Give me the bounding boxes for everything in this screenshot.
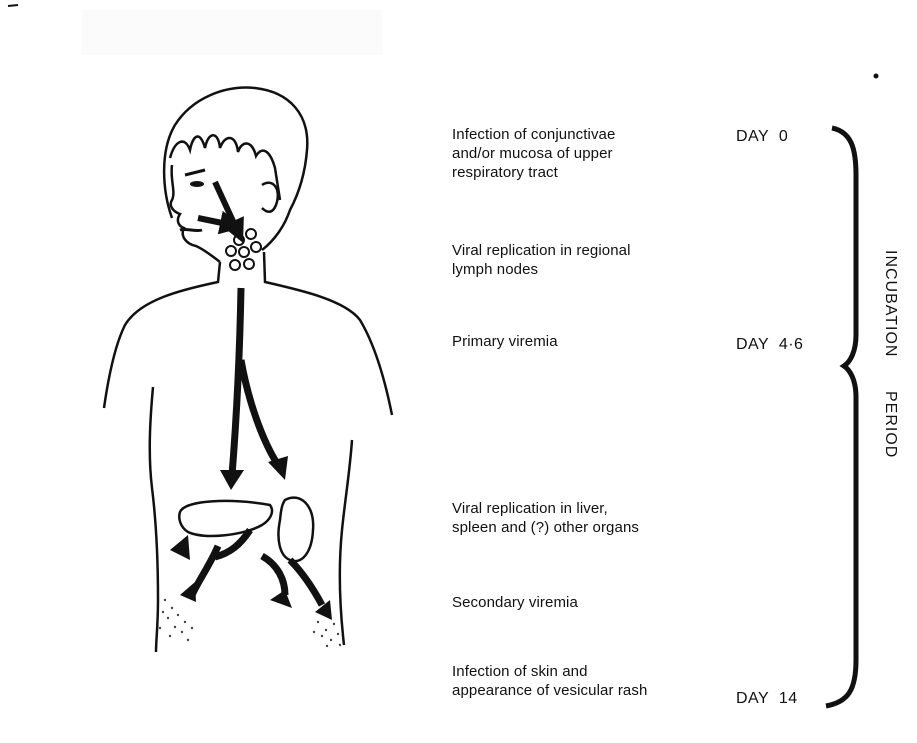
skin-rash-stipple	[159, 599, 341, 647]
mouth	[180, 229, 202, 230]
day-14-label: DAY 14	[736, 690, 798, 708]
step-secondary-viremia: Secondary viremia	[452, 593, 722, 612]
mouth-infection-arrow	[198, 218, 232, 225]
secondary-viremia-arrows	[192, 530, 322, 605]
incubation-brace	[826, 128, 856, 706]
step-primary-viremia: Primary viremia	[452, 332, 722, 351]
arrowhead-left	[220, 470, 244, 490]
day-4-6-label: DAY 4·6	[736, 336, 803, 354]
step-infection-upper-respiratory: Infection of conjunctivae and/or mucosa …	[452, 125, 722, 182]
spleen-organ	[278, 498, 313, 561]
lymph-node-cluster	[226, 229, 261, 270]
step-organ-replication: Viral replication in liver, spleen and (…	[452, 499, 722, 537]
eyebrow	[185, 170, 205, 175]
step-lymph-node-replication: Viral replication in regional lymph node…	[452, 241, 722, 279]
incubation-period-label: INCUBATION PERIOD	[869, 250, 899, 500]
eye	[190, 181, 204, 187]
liver-organ	[179, 501, 272, 536]
blank-label-area	[82, 10, 382, 55]
primary-viremia-arrow-right	[241, 360, 278, 465]
day-0-label: DAY 0	[736, 128, 788, 146]
step-skin-rash: Infection of skin and appearance of vesi…	[452, 662, 722, 700]
ear	[262, 183, 278, 212]
period-word: PERIOD	[881, 391, 899, 458]
incubation-word: INCUBATION	[881, 250, 899, 357]
hair-fringe	[170, 135, 280, 200]
speck-mark	[874, 74, 879, 79]
corner-mark	[8, 5, 18, 6]
face-profile	[171, 165, 220, 262]
primary-viremia-arrow-left	[232, 288, 241, 475]
